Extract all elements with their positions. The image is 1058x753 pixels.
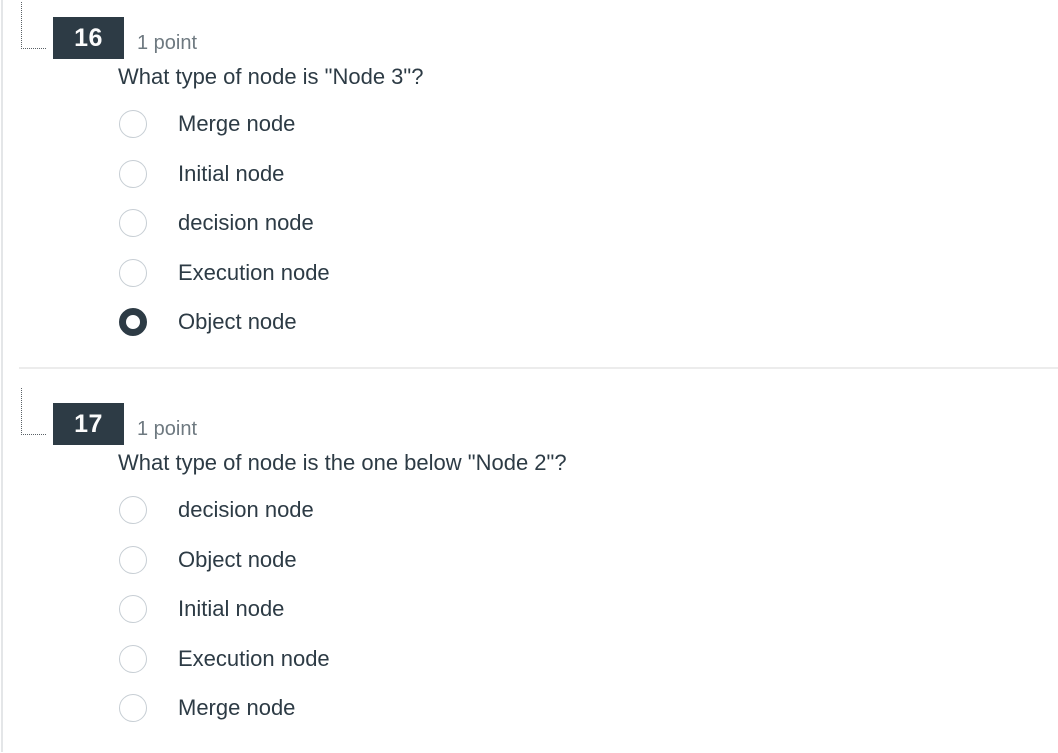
question-number-badge: 17	[53, 403, 124, 445]
question-divider	[19, 367, 1058, 369]
answer-label[interactable]: Object node	[178, 309, 297, 334]
answer-option[interactable]: decision node	[119, 496, 330, 524]
answer-label[interactable]: Initial node	[178, 596, 285, 621]
content-left-border	[1, 0, 3, 752]
radio-button-icon[interactable]	[119, 110, 147, 138]
answer-label[interactable]: Initial node	[178, 160, 285, 186]
answer-options: Merge node Initial node decision node Ex…	[119, 110, 330, 336]
radio-button-icon[interactable]	[119, 644, 147, 673]
radio-button-icon[interactable]	[119, 496, 147, 524]
dotted-corner-marker	[21, 2, 46, 49]
radio-button-icon[interactable]	[119, 545, 147, 574]
radio-button-icon[interactable]	[119, 209, 147, 237]
question-number-badge: 16	[53, 17, 124, 59]
answer-option[interactable]: Execution node	[119, 644, 330, 673]
answer-option[interactable]: Initial node	[119, 595, 330, 623]
answer-option[interactable]: Initial node	[119, 159, 330, 188]
question-card-16: 16 1 point What type of node is "Node 3"…	[0, 0, 1058, 367]
question-text: What type of node is the one below "Node…	[118, 450, 567, 475]
answer-label[interactable]: decision node	[178, 210, 314, 235]
question-card-17: 17 1 point What type of node is the one …	[0, 386, 1058, 753]
radio-button-icon[interactable]	[119, 694, 147, 722]
answer-label[interactable]: Merge node	[178, 111, 296, 136]
answer-option[interactable]: decision node	[119, 209, 330, 237]
answer-option[interactable]: Execution node	[119, 258, 330, 287]
question-text: What type of node is "Node 3"?	[118, 64, 424, 89]
answer-option[interactable]: Object node	[119, 308, 330, 336]
answer-options: decision node Object node Initial node E…	[119, 496, 330, 722]
answer-option[interactable]: Merge node	[119, 694, 330, 722]
points-label: 1 point	[137, 418, 198, 440]
answer-option[interactable]: Merge node	[119, 110, 330, 138]
dotted-corner-marker	[21, 388, 46, 435]
radio-button-icon[interactable]	[119, 595, 147, 623]
radio-button-icon[interactable]	[119, 308, 147, 336]
answer-label[interactable]: decision node	[178, 497, 314, 522]
answer-label[interactable]: Merge node	[178, 695, 296, 720]
radio-button-icon[interactable]	[119, 258, 147, 287]
answer-label[interactable]: Object node	[178, 546, 297, 572]
answer-label[interactable]: Execution node	[178, 259, 330, 285]
answer-option[interactable]: Object node	[119, 545, 330, 574]
radio-button-icon[interactable]	[119, 159, 147, 188]
points-label: 1 point	[137, 32, 198, 54]
answer-label[interactable]: Execution node	[178, 645, 330, 671]
